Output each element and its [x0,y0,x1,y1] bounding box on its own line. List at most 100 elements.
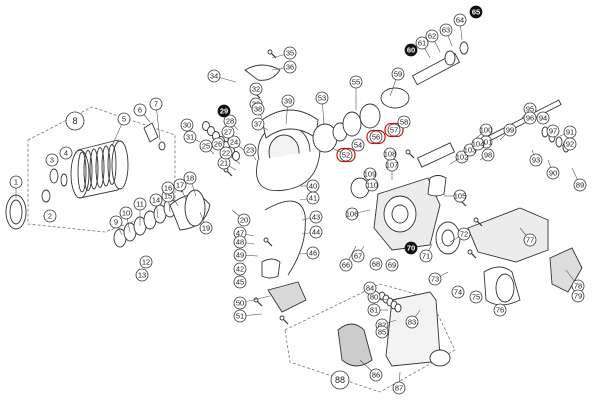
callout-21[interactable]: 21 [217,156,231,170]
callout-24[interactable]: 24 [227,135,241,149]
callout-18[interactable]: 18 [183,171,197,185]
callout-28[interactable]: 28 [223,114,237,128]
callout-77[interactable]: 77 [523,233,537,247]
callout-48[interactable]: 48 [233,235,247,249]
callout-11[interactable]: 11 [133,197,147,211]
callout-41[interactable]: 41 [306,191,320,205]
callout-16[interactable]: 16 [161,181,175,195]
callout-29[interactable]: 29 [217,104,231,118]
callout-68[interactable]: 68 [369,257,383,271]
callout-59[interactable]: 59 [391,67,405,81]
callout-69[interactable]: 69 [385,258,399,272]
callout-31[interactable]: 31 [183,130,197,144]
callout-92[interactable]: 92 [563,137,577,151]
callout-5[interactable]: 5 [117,112,131,126]
callout-109[interactable]: 109 [363,167,377,181]
callout-23[interactable]: 23 [243,143,257,157]
callout-73[interactable]: 73 [428,272,442,286]
callout-45[interactable]: 45 [233,275,247,289]
callout-72[interactable]: 72 [457,227,471,241]
callout-86[interactable]: 86 [369,368,383,382]
callout-65[interactable]: 65 [469,5,483,19]
callout-51[interactable]: 51 [233,309,247,323]
callout-40[interactable]: 40 [306,179,320,193]
callout-90[interactable]: 90 [546,166,560,180]
callout-61[interactable]: 61 [415,36,429,50]
callout-99[interactable]: 99 [503,123,517,137]
callout-81[interactable]: 81 [367,303,381,317]
callout-100[interactable]: 100 [479,123,493,137]
callout-98[interactable]: 98 [481,148,495,162]
callout-49[interactable]: 49 [233,248,247,262]
callout-43[interactable]: 43 [309,210,323,224]
callout-20[interactable]: 20 [237,213,251,227]
callout-88[interactable]: 88 [330,370,350,390]
callout-53[interactable]: 53 [315,91,329,105]
callout-39[interactable]: 39 [281,94,295,108]
callout-67[interactable]: 67 [351,249,365,263]
callout-93[interactable]: 93 [529,153,543,167]
callout-66[interactable]: 66 [339,258,353,272]
callout-13[interactable]: 13 [135,268,149,282]
callout-54[interactable]: 54 [351,138,365,152]
callout-64[interactable]: 64 [453,13,467,27]
callout-27[interactable]: 27 [221,125,235,139]
callout-107[interactable]: 107 [385,158,399,172]
callout-14[interactable]: 14 [149,193,163,207]
callout-87[interactable]: 87 [392,381,406,395]
callout-50[interactable]: 50 [233,296,247,310]
callout-104[interactable]: 104 [471,137,485,151]
callout-110[interactable]: 110 [365,178,379,192]
callout-6[interactable]: 6 [133,103,147,117]
callout-22[interactable]: 22 [219,146,233,160]
callout-105[interactable]: 105 [453,189,467,203]
callout-83[interactable]: 83 [405,315,419,329]
callout-96[interactable]: 96 [523,111,537,125]
callout-56[interactable]: 56 [366,129,386,145]
callout-35[interactable]: 35 [283,46,297,60]
callout-79[interactable]: 79 [571,289,585,303]
callout-12[interactable]: 12 [139,255,153,269]
callout-34[interactable]: 34 [207,69,221,83]
callout-85[interactable]: 85 [375,325,389,339]
callout-10[interactable]: 10 [119,206,133,220]
callout-94[interactable]: 94 [536,111,550,125]
callout-108[interactable]: 108 [383,147,397,161]
callout-38[interactable]: 38 [251,102,265,116]
callout-42[interactable]: 42 [233,262,247,276]
callout-71[interactable]: 71 [419,249,433,263]
callout-32[interactable]: 32 [249,82,263,96]
callout-30[interactable]: 30 [180,118,194,132]
callout-46[interactable]: 46 [306,246,320,260]
callout-57[interactable]: 57 [384,122,404,138]
callout-3[interactable]: 3 [45,153,59,167]
callout-1[interactable]: 1 [9,175,23,189]
callout-75[interactable]: 75 [469,290,483,304]
callout-74[interactable]: 74 [451,285,465,299]
callout-52[interactable]: 52 [336,147,356,163]
callout-25[interactable]: 25 [199,139,213,153]
callout-58[interactable]: 58 [397,115,411,129]
callout-36[interactable]: 36 [283,60,297,74]
callout-97[interactable]: 97 [546,124,560,138]
callout-8[interactable]: 8 [65,111,85,131]
callout-19[interactable]: 19 [199,221,213,235]
callout-62[interactable]: 62 [425,29,439,43]
callout-26[interactable]: 26 [211,137,225,151]
callout-7[interactable]: 7 [149,97,163,111]
callout-89[interactable]: 89 [573,178,587,192]
callout-63[interactable]: 63 [439,23,453,37]
callout-44[interactable]: 44 [309,225,323,239]
callout-106[interactable]: 106 [345,207,359,221]
callout-2[interactable]: 2 [43,209,57,223]
callout-37[interactable]: 37 [251,117,265,131]
callout-17[interactable]: 17 [173,178,187,192]
callout-84[interactable]: 84 [363,281,377,295]
callout-55[interactable]: 55 [349,75,363,89]
callout-9[interactable]: 9 [109,215,123,229]
callout-70[interactable]: 70 [404,241,418,255]
callout-60[interactable]: 60 [404,43,418,57]
callout-4[interactable]: 4 [59,146,73,160]
callout-76[interactable]: 76 [493,303,507,317]
callout-91[interactable]: 91 [563,125,577,139]
